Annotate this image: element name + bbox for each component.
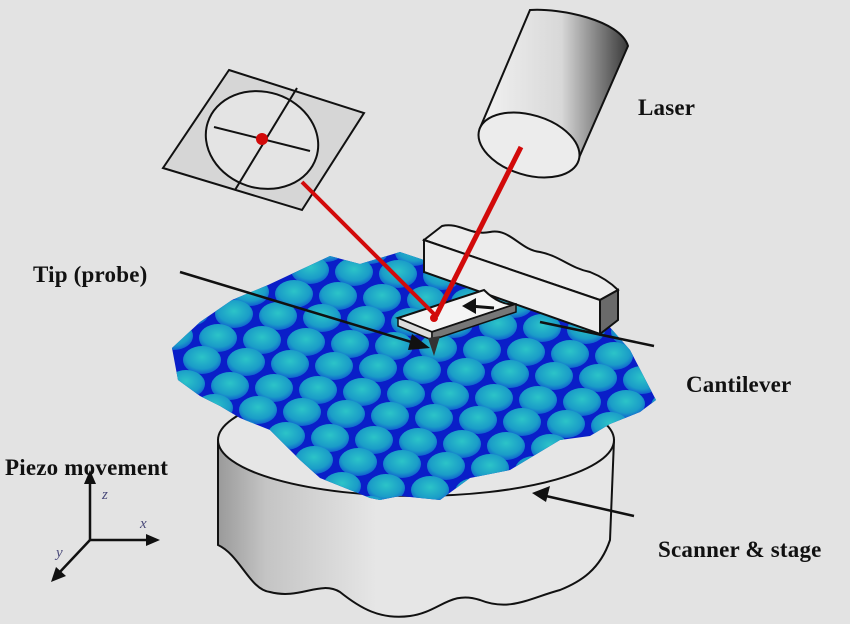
- tip-label: Tip (probe): [33, 262, 148, 287]
- cantilever-label: Cantilever: [686, 372, 792, 397]
- scanner-label: Scanner & stage: [658, 537, 822, 562]
- photodetector: [161, 68, 366, 212]
- piezo-label: Piezo movement: [5, 455, 169, 480]
- laser-emitter: [477, 8, 630, 179]
- cantilever-pointer-line: [539, 320, 655, 348]
- tip-pointer-arrow: [179, 270, 430, 350]
- z-arrow-icon: [84, 470, 96, 484]
- laser-label: Laser: [638, 95, 696, 120]
- y-axis-label: y: [56, 545, 63, 561]
- laser-beam: [300, 145, 524, 322]
- x-axis-label: x: [140, 516, 147, 532]
- cantilever: [395, 288, 517, 356]
- scanner-pointer-arrow: [532, 486, 635, 518]
- x-arrow-icon: [146, 534, 160, 546]
- probe-tip: [428, 336, 440, 356]
- z-axis-label: z: [102, 487, 108, 503]
- piezo-axes: [51, 470, 160, 582]
- y-arrow-icon: [51, 567, 66, 582]
